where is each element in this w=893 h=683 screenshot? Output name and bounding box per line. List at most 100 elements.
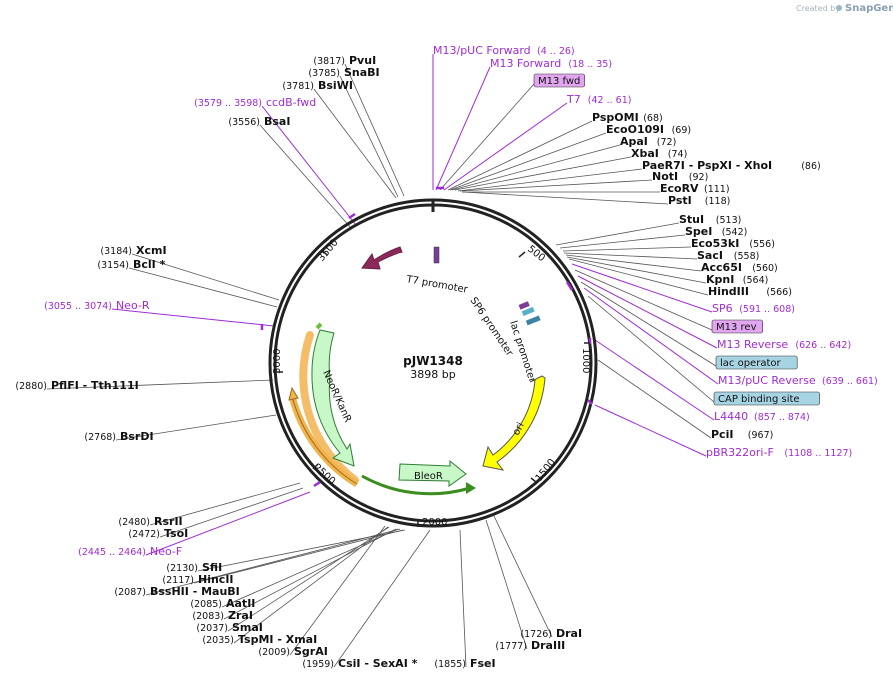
label-name: PaeR7I - PspXI - XhoI <box>642 159 772 172</box>
label-range: (111) <box>704 184 730 195</box>
feature-neo-orange <box>288 386 359 487</box>
right-label-l4440[interactable]: L4440(857 .. 874) <box>714 410 810 423</box>
right-label-pbr322ori-f[interactable]: pBR322ori-F(1108 .. 1127) <box>706 446 852 459</box>
right-label-noti[interactable]: NotI(92) <box>652 170 708 183</box>
right-label-m13-fwd[interactable]: M13 fwd <box>533 73 586 88</box>
right-label-saci[interactable]: SacI(558) <box>697 249 759 262</box>
label-range: (560) <box>752 263 778 274</box>
label-range: (3154) <box>97 260 129 271</box>
left-label-pvui[interactable]: (3817)PvuI <box>313 54 376 67</box>
right-label-xbai[interactable]: XbaI(74) <box>631 147 687 160</box>
left-label-ccdb-fwd[interactable]: (3579 .. 3598)ccdB-fwd <box>194 96 316 109</box>
feature-sp6-lac[interactable]: SP6 promoter lac promoter <box>468 296 541 385</box>
bottom-label-hincii[interactable]: (2117)HincII <box>162 573 233 586</box>
right-label-acc65i[interactable]: Acc65I(560) <box>701 261 778 274</box>
feature-neor[interactable]: NeoR/KanR <box>299 322 359 484</box>
label-range: (2130) <box>166 563 198 574</box>
right-leader-lac-operator <box>580 281 717 367</box>
right-label-hindiii[interactable]: HindIII (566) <box>708 285 792 298</box>
bottom-label-csii-sexai[interactable]: (1959)CsiI - SexAI * <box>302 657 417 670</box>
right-label-apai[interactable]: ApaI(72) <box>620 135 676 148</box>
label-name: SP6 <box>712 302 733 315</box>
bottom-label-smai[interactable]: (2037)SmaI <box>196 621 263 634</box>
label-range: (566) <box>766 287 792 298</box>
right-label-psti[interactable]: PstI(118) <box>668 194 730 207</box>
bleor-line-head <box>466 482 476 494</box>
label-range: (1108 .. 1127) <box>784 448 852 459</box>
right-leader-cap-binding-site <box>587 295 715 403</box>
bottom-label-fsei[interactable]: (1855)FseI <box>434 657 495 670</box>
left-leader-bsiwi <box>313 88 397 199</box>
right-labels: M13/pUC Forward(4 .. 26)M13 Forward(18 .… <box>433 44 878 459</box>
snapgene-logo-icon <box>836 5 842 11</box>
right-label-eco53ki[interactable]: Eco53kI(556) <box>691 237 775 250</box>
right-label-pspomi[interactable]: PspOMI(68) <box>592 111 663 124</box>
bottom-label-drai[interactable]: (1726)DraI <box>520 627 582 640</box>
feature-ori[interactable]: ori <box>482 375 546 471</box>
right-label-m13-forward[interactable]: M13 Forward(18 .. 35) <box>490 57 612 70</box>
left-label-tsoi[interactable]: (2472)TsoI <box>128 527 188 540</box>
label-box <box>711 319 764 334</box>
lac-operator-marker <box>521 306 535 317</box>
right-label-sp6[interactable]: SP6(591 .. 608) <box>712 302 795 315</box>
label-range: (72) <box>657 137 677 148</box>
bottom-label-aatii[interactable]: (2085)AatII <box>190 597 255 610</box>
bottom-label-zrai[interactable]: (2083)ZraI <box>192 609 253 622</box>
left-label-pflfi-tth111i[interactable]: (2880)PflFI - Tth111I <box>15 379 138 392</box>
label-name: BsrDI <box>120 430 154 443</box>
label-name: HindIII <box>708 285 749 298</box>
label-range: (1855) <box>434 659 466 670</box>
right-label-lac-operator[interactable]: lac operator <box>715 355 798 370</box>
bottom-labels: (2130)SfiI(2117)HincII(2087)BssHII - Mau… <box>114 561 582 670</box>
label-range: (2445 .. 2464) <box>78 547 146 558</box>
bottom-label-sfii[interactable]: (2130)SfiI <box>166 561 222 574</box>
left-label-bsai[interactable]: (3556)BsaI <box>228 115 290 128</box>
feature-t7-promoter[interactable]: T7 promoter <box>404 246 469 296</box>
label-name: Neo-F <box>150 545 182 558</box>
right-label-t7[interactable]: T7(42 .. 61) <box>566 93 631 106</box>
neor-highlight <box>299 331 359 484</box>
left-label-rsrii[interactable]: (2480)RsrII <box>118 515 182 528</box>
label-name: SacI <box>697 249 723 262</box>
right-label-ecorv[interactable]: EcoRV(111) <box>660 182 730 195</box>
sp6-marker <box>518 301 530 310</box>
left-leader-neo-r <box>111 308 275 327</box>
right-leader-xbai <box>454 156 632 191</box>
right-label-m13-puc-reverse[interactable]: M13/pUC Reverse(639 .. 661) <box>718 374 878 387</box>
primer-mark-1 <box>348 212 356 220</box>
right-label-stui[interactable]: StuI(513) <box>679 213 741 226</box>
label-name: SmaI <box>232 621 263 634</box>
right-leader-pspomi <box>447 120 593 191</box>
right-label-cap-binding-site[interactable]: CAP binding site <box>713 391 820 406</box>
right-leader-psti <box>462 191 669 205</box>
left-label-xcmi[interactable]: (3184)XcmI <box>100 244 166 257</box>
left-label-bsrdi[interactable]: (2768)BsrDI <box>84 430 153 443</box>
bottom-label-tspmi-xmai[interactable]: (2035)TspMI - XmaI <box>202 633 317 646</box>
right-leader-m13-reverse <box>577 275 718 349</box>
left-leader-rsrii <box>149 482 301 526</box>
right-label-kpni[interactable]: KpnI(564) <box>706 273 768 286</box>
left-label-neo-r[interactable]: (3055 .. 3074)Neo-R <box>44 299 150 312</box>
label-range: (69) <box>672 125 692 136</box>
right-label-ecoo109i[interactable]: EcoO109I(69) <box>606 123 691 136</box>
right-label-m13-puc-forward[interactable]: M13/pUC Forward(4 .. 26) <box>433 44 575 57</box>
left-label-bsiwi[interactable]: (3781)BsiWI <box>282 79 353 92</box>
feature-ccdb[interactable]: ccdB <box>361 246 406 271</box>
right-label-m13-reverse[interactable]: M13 Reverse(626 .. 642) <box>717 338 851 351</box>
right-label-m13-rev[interactable]: M13 rev <box>711 319 764 334</box>
bottom-label-draiii[interactable]: (1777)DraIII <box>495 639 565 652</box>
label-name: CAP binding site <box>718 394 800 405</box>
right-label-pcii[interactable]: PciI(967) <box>711 428 773 441</box>
label-name: BssHII - MauBI <box>150 585 240 598</box>
left-label-neo-f[interactable]: (2445 .. 2464) Neo-F <box>78 545 182 558</box>
bottom-leader-hincii <box>193 529 404 584</box>
label-name: Neo-R <box>116 299 150 312</box>
left-label-snabi[interactable]: (3785)SnaBI <box>308 66 379 79</box>
bottom-label-sgrai[interactable]: (2009)SgrAI <box>258 645 327 658</box>
bottom-label-bsshii-maubi[interactable]: (2087)BssHII - MauBI <box>114 585 239 598</box>
left-label-bcli[interactable]: (3154)BclI * <box>97 258 165 271</box>
right-leader-m13-fwd <box>439 83 535 191</box>
right-label-paer7i-pspxi-xhoi[interactable]: PaeR7I - PspXI - XhoI(86) <box>642 159 821 172</box>
feature-bleor[interactable]: BleoR <box>361 459 476 496</box>
right-label-spei[interactable]: SpeI(542) <box>685 225 747 238</box>
